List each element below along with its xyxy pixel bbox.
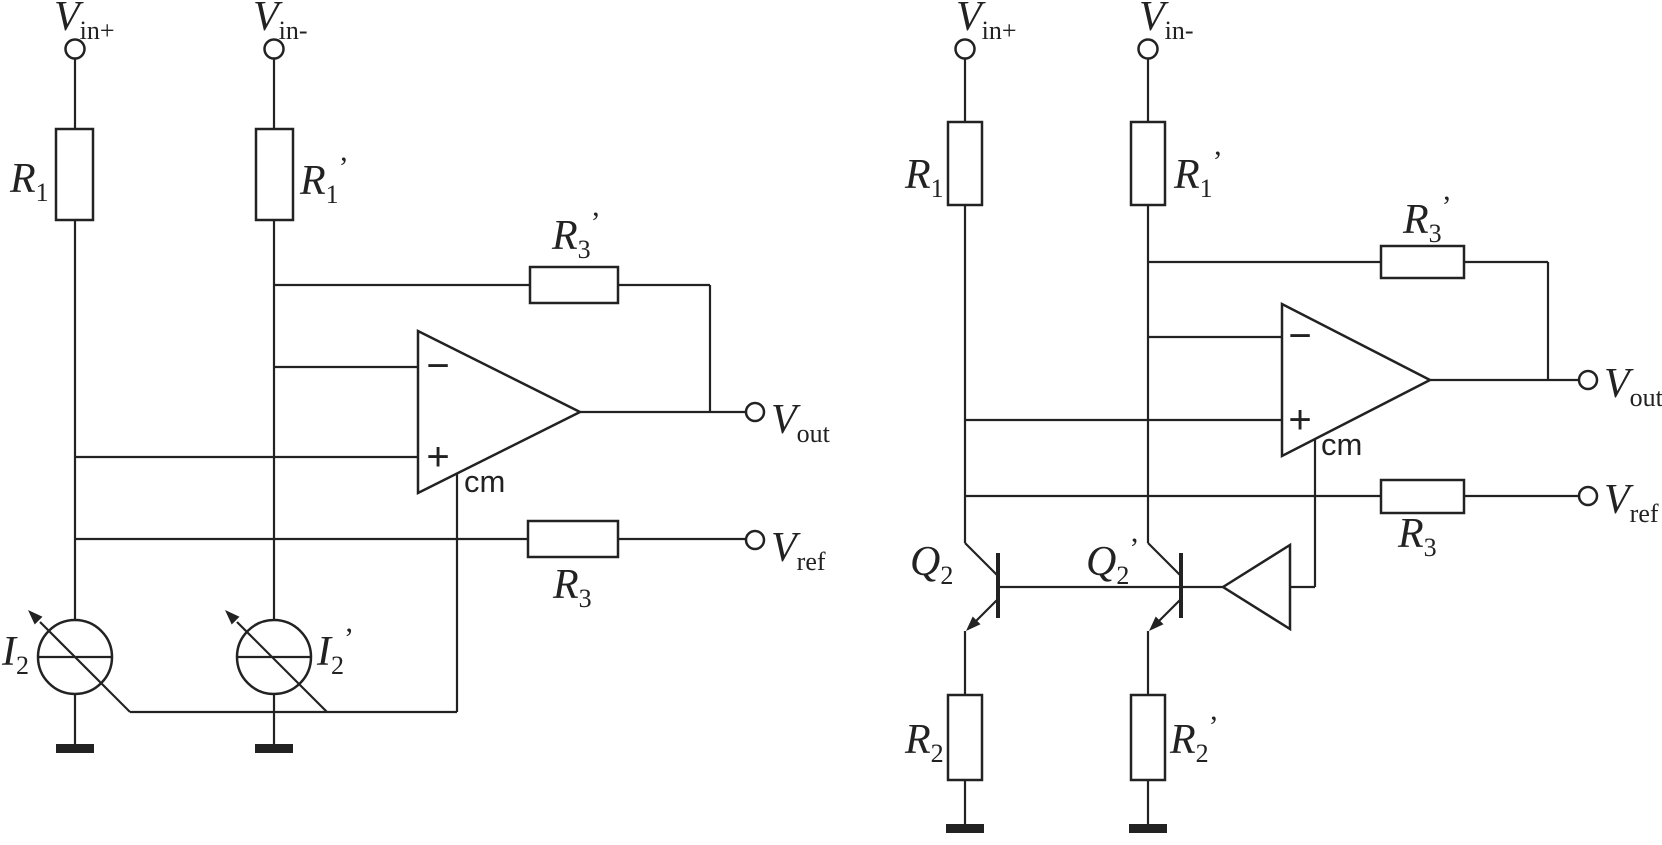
- label-vin-plus-left: Vin+: [54, 0, 115, 45]
- label-vin-minus-right: Vin-: [1139, 0, 1194, 45]
- terminal-vin-plus-left: [64, 38, 86, 60]
- label-Q2: Q2: [910, 539, 953, 590]
- label-vin-minus-left: Vin-: [253, 0, 308, 45]
- collector-lead: [964, 542, 999, 577]
- adjust-arrow-head-icon: [28, 610, 43, 625]
- label-R3p-left: R3’: [551, 206, 601, 264]
- current-source-I2: [28, 610, 131, 713]
- terminal-vout-right: [1577, 369, 1599, 391]
- terminal-vin-plus-right: [954, 38, 976, 60]
- ground-symbol-left-1: [56, 744, 94, 753]
- label-R2-right: R2: [904, 717, 944, 768]
- label-R3-right: R3: [1397, 511, 1437, 562]
- label-R3p-right: R3’: [1402, 190, 1452, 248]
- opamp-plus-sign-right: +: [1288, 398, 1311, 442]
- opamp-triangle-left: [416, 328, 583, 496]
- wire-set-right: [963, 59, 1579, 824]
- adjust-arrow-head-icon: [225, 610, 240, 625]
- terminal-vref-right: [1577, 485, 1599, 507]
- adjust-arrow-shaft: [236, 621, 328, 713]
- resistor-R1p-right: [1129, 120, 1167, 207]
- emitter-arrow-icon: [1149, 616, 1164, 631]
- label-vref-right: Vref: [1604, 477, 1659, 528]
- label-R1-left: R1: [9, 156, 49, 207]
- resistor-R2-right: [946, 693, 984, 782]
- resistor-R3p-right: [1379, 244, 1466, 280]
- resistor-R3-right: [1379, 478, 1466, 515]
- buffer-amplifier: [1220, 542, 1292, 632]
- collector-lead: [1147, 542, 1182, 577]
- opamp-cm-label-left: cm: [464, 464, 505, 499]
- right-circuit: Vin+ Vin- R1 R1’ R3’ R3 Q2 Q2’ R2 R2’ Vo…: [904, 0, 1662, 833]
- adjust-arrow-shaft: [39, 621, 131, 713]
- resistor-R3p-left: [528, 265, 620, 305]
- opamp-triangle-right: [1280, 301, 1433, 459]
- ground-symbol-left-2: [255, 744, 293, 753]
- terminal-vin-minus-left: [263, 38, 285, 60]
- terminal-vref-left: [744, 529, 766, 551]
- label-vref-left: Vref: [771, 525, 826, 576]
- resistor-R2p-right: [1129, 693, 1167, 782]
- label-Q2p: Q2’: [1086, 532, 1139, 590]
- ground-symbol-right-1: [946, 824, 984, 833]
- label-I2p: I2’: [316, 622, 354, 680]
- transistor-Q2p: [1147, 542, 1183, 631]
- label-R1p-right: R1’: [1173, 145, 1223, 203]
- label-vout-right: Vout: [1604, 361, 1662, 412]
- resistor-R1-left: [54, 127, 95, 222]
- terminal-vin-minus-right: [1137, 38, 1159, 60]
- opamp-minus-sign-right: −: [1288, 314, 1311, 358]
- resistor-R1p-left: [254, 127, 295, 222]
- label-R3-left: R3: [552, 562, 592, 613]
- label-R1p-left: R1’: [299, 151, 349, 209]
- label-R1-right: R1: [904, 152, 944, 203]
- transistor-Q2: [964, 542, 1000, 631]
- ground-symbol-right-2: [1129, 824, 1167, 833]
- opamp-minus-sign-left: −: [426, 344, 449, 388]
- emitter-arrow-icon: [966, 616, 981, 631]
- label-R2p-right: R2’: [1169, 710, 1219, 768]
- wire-set-left: [73, 59, 746, 744]
- opamp-cm-label-right: cm: [1321, 427, 1362, 462]
- resistor-R3-left: [526, 519, 620, 559]
- resistor-R1-right: [946, 120, 984, 207]
- label-vout-left: Vout: [771, 397, 831, 448]
- label-vin-plus-right: Vin+: [956, 0, 1017, 45]
- label-I2: I2: [1, 629, 29, 680]
- left-circuit: Vin+ Vin- R1 R1’ R3’ R3 I2 I2’ Vout Vref…: [1, 0, 831, 753]
- current-source-I2p: [225, 610, 328, 713]
- terminal-vout-left: [744, 401, 766, 423]
- opamp-plus-sign-left: +: [426, 435, 449, 479]
